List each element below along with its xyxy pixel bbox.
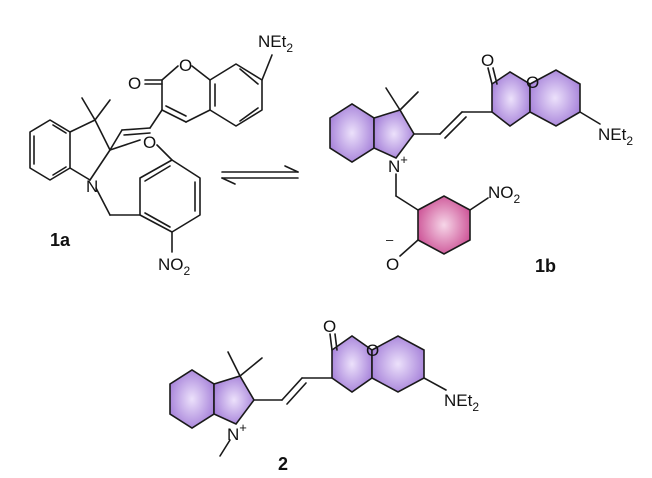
1a-n-label: N (86, 177, 98, 196)
1b-methylene (395, 195, 419, 211)
compound-label-1a: 1a (50, 230, 71, 250)
1a-bond (161, 65, 179, 81)
1a-bond (95, 187, 111, 216)
1a-vinyl (121, 127, 151, 131)
1a-db (165, 105, 187, 117)
1a-vinyl (149, 109, 163, 129)
2-amine-label: NEt2 (444, 391, 479, 414)
2-coumarin-benzene (371, 335, 425, 393)
1a-db (144, 212, 171, 228)
1b-nitrophenoxide-ring (417, 195, 471, 255)
1b-methyl (399, 91, 419, 111)
1a-nitro-label: NO2 (158, 255, 191, 278)
2-carbonyl (334, 333, 338, 351)
1a-bond (161, 109, 187, 123)
1a-bond (261, 54, 273, 81)
1a-carbonyl-o: O (128, 74, 141, 93)
compound-1a: NEt2 O O O N NO2 1a (29, 32, 293, 278)
1a-bond (89, 149, 111, 181)
1a-indoline-benzene (29, 119, 71, 181)
1a-bond (109, 139, 141, 151)
1a-ring-o: O (179, 56, 192, 75)
1b-carbonyl (492, 67, 498, 85)
2-methyl (239, 357, 263, 377)
1b-bond (579, 111, 601, 125)
1b-nitro-label: NO2 (488, 183, 521, 206)
1a-db (52, 124, 67, 134)
2-indole-benzene (169, 369, 215, 429)
reverse-arrowhead (221, 177, 236, 185)
1a-db (239, 68, 259, 85)
1a-db (239, 107, 259, 122)
1b-methyl (385, 87, 401, 111)
2-ring-o: O (366, 341, 379, 360)
2-n-methyl (219, 439, 231, 457)
1a-bond (69, 167, 91, 181)
1a-amine-label: NEt2 (258, 32, 293, 55)
1b-indole-benzene (329, 103, 375, 163)
2-carbonyl-o: O (323, 317, 336, 336)
1a-bond (156, 144, 173, 161)
1b-bond (399, 239, 419, 257)
1b-bond (469, 197, 489, 211)
1b-carbonyl-o: O (481, 51, 494, 70)
1a-bond (94, 119, 111, 151)
1a-methyl (81, 97, 96, 121)
1a-coumarin-benzene (209, 63, 263, 127)
1b-n-label: N+ (388, 152, 408, 176)
compound-label-1b: 1b (535, 256, 556, 276)
2-methyl (227, 351, 241, 377)
1b-ring-o: O (526, 73, 539, 92)
1a-db (144, 165, 171, 182)
1b-carbonyl (487, 67, 493, 85)
compound-1b: NEt2 O O N+ NO2 O – 1b (329, 51, 633, 276)
1b-indole-pyrrole (373, 109, 415, 159)
1a-vinyl (109, 129, 123, 151)
forward-arrowhead (284, 165, 299, 173)
1b-phenoxide-charge: – (386, 232, 394, 247)
1b-vinyl (439, 111, 463, 135)
2-carbonyl (329, 333, 333, 351)
1b-vinyl (444, 116, 467, 139)
1b-phenoxide-o: O (386, 255, 399, 274)
1a-nitro-benzene (139, 159, 201, 233)
compound-label-2: 2 (278, 454, 288, 474)
2-n-label: N+ (227, 420, 247, 444)
compound-2: NEt2 O O N+ 2 (169, 317, 479, 474)
1a-oxazine-o: O (143, 133, 156, 152)
1a-db (52, 166, 67, 176)
1a-vinyl (123, 132, 151, 136)
1a-bond (185, 109, 211, 123)
2-bond (423, 377, 447, 391)
1b-amine-label: NEt2 (598, 125, 633, 148)
2-vinyl (281, 377, 303, 401)
1a-bond (69, 119, 96, 133)
2-indole-pyrrole (213, 375, 255, 425)
1a-bond (191, 65, 211, 81)
2-vinyl (286, 382, 307, 405)
1b-coumarin-pyranone (491, 71, 531, 127)
1a-methyl (94, 99, 111, 121)
equilibrium-arrows (221, 165, 299, 185)
